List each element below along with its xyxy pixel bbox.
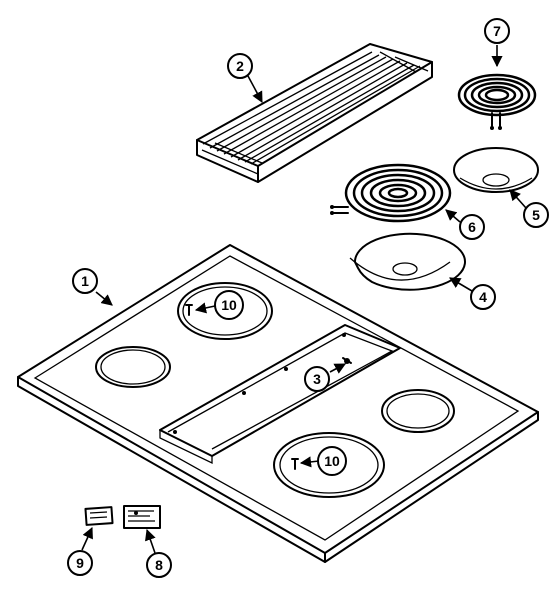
callout-6: 6 [459,214,485,240]
center-channel [159,324,401,465]
large-surface-element [330,163,452,223]
literature-packet [84,506,114,526]
vent-grille [196,43,433,183]
burner-opening-left-rear [177,282,273,340]
callout-2: 2 [227,53,253,79]
small-drip-pan [453,147,539,193]
burner-opening-right-rear [381,389,455,433]
callout-3: 3 [304,366,330,392]
screw-icon [185,304,352,470]
callout-4: 4 [470,284,496,310]
callout-1: 1 [72,268,98,294]
callout-label: 5 [532,207,540,223]
callout-5: 5 [523,202,549,228]
callout-10-rear: 10 [214,290,244,320]
callout-label: 8 [155,557,163,573]
leader-lines [81,45,527,554]
callout-label: 2 [236,58,244,74]
callout-10-front: 10 [317,446,347,476]
small-surface-element [457,73,537,130]
callout-7: 7 [484,18,510,44]
callout-label: 10 [324,453,340,469]
main-top [17,244,539,563]
burner-opening-right-front [273,432,385,498]
callout-label: 4 [479,289,487,305]
callout-label: 3 [313,371,321,387]
callout-label: 1 [81,273,89,289]
callout-label: 9 [76,555,84,571]
callout-9: 9 [67,550,93,576]
parts-bag [123,505,161,529]
callout-label: 7 [493,23,501,39]
callout-label: 10 [221,297,237,313]
burner-opening-left-front [95,346,171,388]
large-drip-pan [349,232,466,291]
callout-8: 8 [146,552,172,578]
callout-label: 6 [468,219,476,235]
